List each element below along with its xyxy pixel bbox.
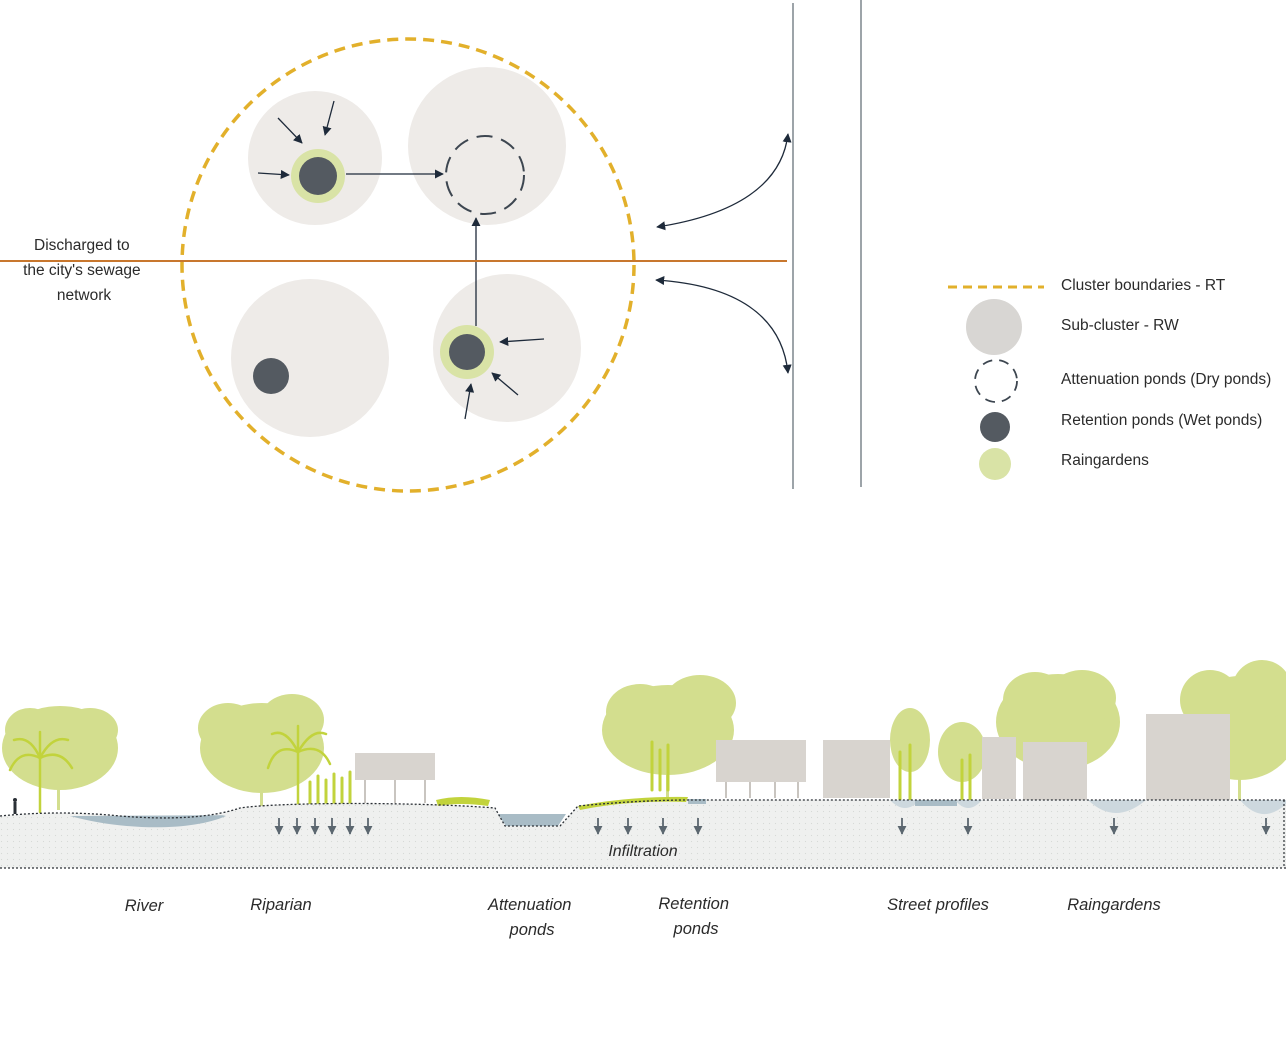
- zone-label-line: ponds: [509, 921, 555, 939]
- inflow-arrow: [464, 383, 475, 420]
- legend-label: Retention ponds (Wet ponds): [1061, 412, 1262, 429]
- building-icon: [1146, 714, 1230, 800]
- attenuation-pond: [445, 135, 525, 215]
- building-icon: [823, 740, 890, 798]
- zone-label-line: Attenuation: [487, 896, 571, 914]
- vegetated-bank: [436, 797, 490, 806]
- legend-label: Cluster boundaries - RT: [1061, 277, 1226, 294]
- legend-label: Attenuation ponds (Dry ponds): [1061, 371, 1271, 388]
- zone-label-line: ponds: [673, 920, 719, 938]
- zone-label-riparian: Riparian: [250, 896, 311, 914]
- discharge-label-line: Discharged to: [34, 237, 130, 254]
- tree-canopies: [2, 660, 1286, 810]
- building-icon: [355, 753, 435, 780]
- raingarden-swale: [1240, 800, 1286, 815]
- zone-labels: River Riparian Attenuation ponds Retenti…: [125, 895, 1161, 939]
- discharge-label: Discharged to the city's sewage network: [23, 237, 145, 304]
- cross-section: Infiltration River Riparian Attenuation …: [0, 660, 1286, 939]
- cluster-plan: Discharged to the city's sewage network: [0, 0, 862, 493]
- light-grey-circle-icon: [966, 299, 1022, 355]
- building-icon: [1023, 742, 1087, 800]
- buildings: [355, 714, 1230, 803]
- street-swale: [890, 800, 920, 808]
- zone-label-river: River: [125, 897, 165, 915]
- building-icon: [982, 737, 1016, 799]
- inflow-arrow: [322, 100, 335, 136]
- zone-label-line: Raingardens: [1067, 896, 1161, 914]
- inflow-arrow: [499, 336, 545, 346]
- zone-label-attenuation-ponds: Attenuation ponds: [487, 896, 576, 939]
- street-swale: [955, 800, 982, 808]
- dashed-circle-icon: [974, 359, 1018, 403]
- infiltration-arrows: [274, 818, 1271, 835]
- person-icon: [13, 798, 17, 814]
- raingarden-swale: [1088, 800, 1146, 813]
- legend-label: Sub-cluster - RW: [1061, 317, 1179, 334]
- cluster-boundary: [180, 37, 636, 493]
- curved-arrow-bottom: [655, 275, 792, 374]
- ground-surface-line: [0, 799, 1286, 827]
- yellow-green-circle-icon: [979, 448, 1011, 480]
- infiltration-label: Infiltration: [608, 843, 677, 860]
- building-icon: [716, 740, 806, 782]
- palm-tree-icon: [266, 724, 332, 808]
- sub-cluster-top-right: [408, 67, 566, 225]
- zone-label-line: Retention: [658, 895, 729, 913]
- attenuation-pond-water: [498, 814, 566, 826]
- zone-label-line: Street profiles: [887, 896, 989, 914]
- curved-arrow-top: [656, 133, 792, 231]
- tree-icon: [602, 675, 736, 804]
- discharge-label-line: network: [57, 287, 112, 304]
- inflow-arrow: [257, 169, 290, 180]
- inflow-arrow: [277, 117, 303, 144]
- building-stilts: [725, 782, 799, 798]
- building-stilts: [364, 780, 426, 803]
- legend-label: Raingardens: [1061, 452, 1149, 469]
- retention-pond-bottom-right: [449, 334, 485, 370]
- ground-texture: [0, 800, 1286, 868]
- discharge-label-line: the city's sewage: [23, 262, 141, 279]
- dark-grey-circle-icon: [980, 412, 1010, 442]
- palm-tree-icon: [8, 730, 74, 814]
- retention-pond-water: [688, 799, 706, 804]
- retention-pond-bottom-left: [253, 358, 289, 394]
- zone-label-line: River: [125, 897, 165, 915]
- river-basin: [70, 816, 226, 828]
- legend: Cluster boundaries - RT Sub-cluster - RW…: [948, 277, 1271, 480]
- zone-label-street-profiles: Street profiles: [887, 896, 989, 914]
- tree-icon: [2, 706, 118, 810]
- zone-label-line: Riparian: [250, 896, 311, 914]
- zone-label-raingardens: Raingardens: [1067, 896, 1161, 914]
- retention-pond-top-left: [299, 157, 337, 195]
- sub-cluster-bottom-left: [231, 279, 389, 437]
- inflow-arrow: [491, 372, 519, 396]
- reed-plantings: [308, 740, 972, 807]
- tree-icon: [198, 694, 324, 810]
- zone-label-retention-ponds: Retention ponds: [658, 895, 733, 938]
- street-swale: [915, 800, 957, 806]
